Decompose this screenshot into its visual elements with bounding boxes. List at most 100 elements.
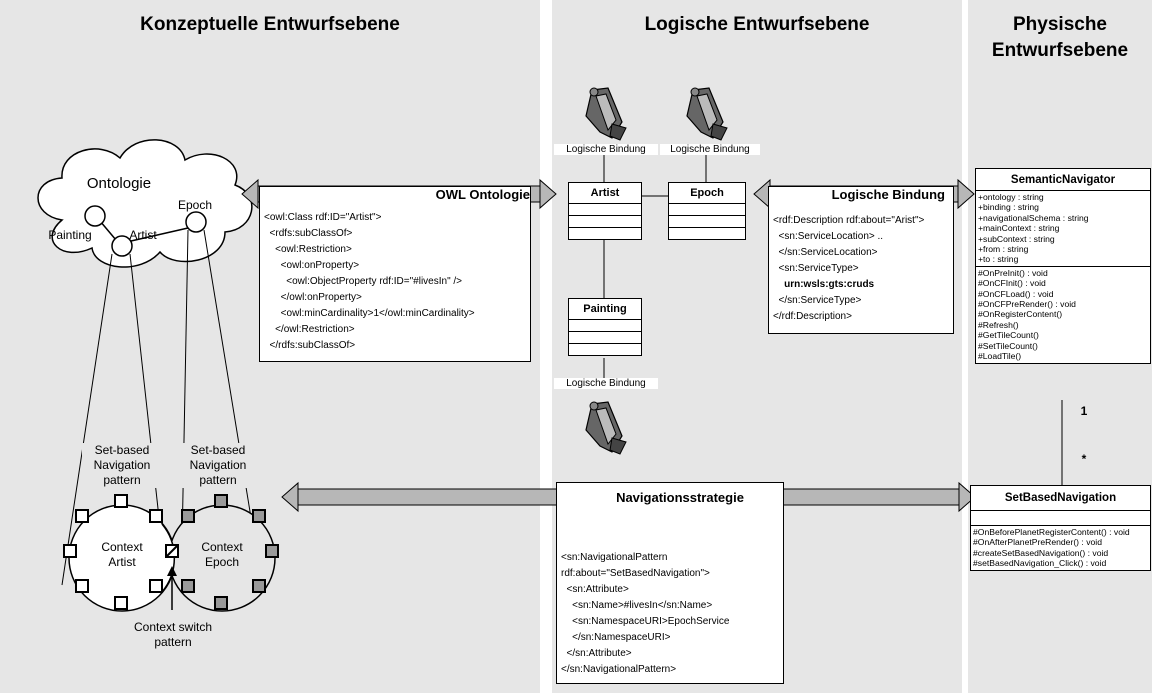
entity-artist-name: Artist <box>569 183 641 204</box>
navigation-arrow-label: Navigationsstrategie <box>616 490 744 505</box>
owl-code-line: <owl:onProperty> <box>264 260 360 271</box>
uml-method: #createSetBasedNavigation() : void <box>973 547 1109 558</box>
navigation-code-line: </sn:NamespaceURI> <box>561 632 671 643</box>
set-based-navigation-methods: #OnBeforePlanetRegisterContent() : void … <box>971 526 1150 570</box>
artist-elements <box>63 494 163 610</box>
uml-method: #OnPreInit() : void <box>978 267 1048 278</box>
service-icon-2 <box>686 87 728 141</box>
uml-method: #OnCFPreRender() : void <box>978 299 1076 310</box>
pattern-line: Navigation <box>189 458 247 472</box>
binding-code-line: <sn:ServiceLocation> .. <box>773 231 884 242</box>
uml-attribute: +subContext : string <box>978 233 1055 244</box>
physical-title-line2: Entwurfsebene <box>991 40 1129 61</box>
uml-attribute: +to : string <box>978 254 1019 265</box>
uml-method: #GetTileCount() <box>978 330 1039 341</box>
pattern-line: pattern <box>103 473 141 487</box>
edge-artist-epoch <box>130 227 189 242</box>
uml-attribute: +binding : string <box>978 202 1039 213</box>
uml-method: #OnCFLoad() : void <box>978 288 1054 299</box>
uml-method: #OnCFInit() : void <box>978 278 1046 289</box>
navigation-code-line: </sn:NavigationalPattern> <box>561 664 677 675</box>
pattern-line: Set-based <box>94 443 150 457</box>
pattern-line: pattern <box>154 635 192 649</box>
owl-code-line: <rdfs:subClassOf> <box>264 228 353 239</box>
entity-epoch: Epoch <box>668 182 746 240</box>
navigation-code-box <box>556 482 784 684</box>
entity-painting-name: Painting <box>569 299 641 320</box>
binding-code-line: </sn:ServiceType> <box>773 295 862 306</box>
pattern-line: pattern <box>199 473 237 487</box>
binding-label-3: Logische Bindung <box>554 378 658 389</box>
binding-code-line: <rdf:Description rdf:about="Arist"> <box>773 215 925 226</box>
owl-code: <owl:Class rdf:ID="Artist"> <rdfs:subCla… <box>264 210 475 354</box>
uml-method: #LoadTile() <box>978 351 1022 362</box>
node-epoch-label: Epoch <box>177 198 213 212</box>
multiplicity-one: 1 <box>1080 404 1088 418</box>
binding-code-line: urn:wsls:gts:cruds <box>773 279 875 290</box>
ontology-cloud <box>37 139 253 268</box>
set-based-left-label: Set-based Navigation pattern <box>82 443 162 488</box>
pattern-line: Artist <box>108 555 136 569</box>
set-based-navigation-attributes <box>971 511 1150 526</box>
uml-attribute: +ontology : string <box>978 192 1044 202</box>
conceptual-title: Konzeptuelle Entwurfsebene <box>140 14 400 35</box>
set-based-navigation-name: SetBasedNavigation <box>971 486 1150 511</box>
owl-code-line: </owl:Restriction> <box>264 324 355 335</box>
owl-code-line: <owl:Restriction> <box>264 244 352 255</box>
owl-arrow-label: OWL Ontologie <box>435 187 530 202</box>
uml-method: #OnAfterPlanetPreRender() : void <box>973 537 1102 548</box>
owl-code-line: </owl:onProperty> <box>264 292 362 303</box>
entity-painting: Painting <box>568 298 642 356</box>
node-painting <box>84 205 106 227</box>
navigation-code-line: <sn:NavigationalPattern <box>561 552 668 563</box>
entity-artist: Artist <box>568 182 642 240</box>
binding-label-1: Logische Bindung <box>554 144 658 155</box>
navigation-code-line: rdf:about="SetBasedNavigation"> <box>561 568 710 579</box>
navigation-code-line: </sn:Attribute> <box>561 648 632 659</box>
uml-attribute: +from : string <box>978 244 1029 255</box>
owl-code-line: <owl:ObjectProperty rdf:ID="#livesIn" /> <box>264 276 463 287</box>
ontology-label: Ontologie <box>86 175 152 192</box>
epoch-elements <box>181 494 279 610</box>
uml-method: #OnBeforePlanetRegisterContent() : void <box>973 527 1130 537</box>
pattern-line: Navigation <box>93 458 151 472</box>
owl-code-line: <owl:minCardinality>1</owl:minCardinalit… <box>264 308 475 319</box>
edge-painting-artist <box>99 220 117 241</box>
owl-code-line: <owl:Class rdf:ID="Artist"> <box>264 212 382 223</box>
uml-method: #setBasedNavigation_Click() : void <box>973 558 1107 569</box>
navigation-code-line: <sn:Name>#livesIn</sn:Name> <box>561 600 713 611</box>
uml-method: #OnRegisterContent() <box>978 309 1063 320</box>
owl-code-line: </rdfs:subClassOf> <box>264 340 356 351</box>
pattern-line: Context <box>101 540 143 554</box>
owl-code-box <box>259 186 531 362</box>
binding-code-box <box>768 186 954 334</box>
context-artist-label: Context Artist <box>92 540 152 570</box>
entity-epoch-name: Epoch <box>669 183 745 204</box>
node-epoch <box>185 211 207 233</box>
logical-title: Logische Entwurfsebene <box>644 14 870 35</box>
context-epoch-label: Context Epoch <box>192 540 252 570</box>
semantic-navigator-methods: #OnPreInit() : void #OnCFInit() : void #… <box>976 267 1150 363</box>
binding-code: <rdf:Description rdf:about="Arist"> <sn:… <box>773 213 924 325</box>
pattern-line: Context <box>201 540 243 554</box>
binding-code-line: </sn:ServiceLocation> <box>773 247 878 258</box>
physical-title-line1: Physische <box>1013 14 1107 35</box>
navigation-code-line: <sn:NamespaceURI>EpochService <box>561 616 730 627</box>
service-icon-1 <box>585 87 627 141</box>
set-based-navigation-class: SetBasedNavigation #OnBeforePlanetRegist… <box>970 485 1151 571</box>
pattern-line: Context switch <box>133 620 213 634</box>
binding-code-line: <sn:ServiceType> <box>773 263 859 274</box>
set-based-right-label: Set-based Navigation pattern <box>178 443 258 488</box>
uml-attribute: +navigationalSchema : string <box>978 212 1089 223</box>
binding-label-2: Logische Bindung <box>660 144 760 155</box>
binding-code-line: </rdf:Description> <box>773 311 852 322</box>
navigation-code-line: <sn:Attribute> <box>561 584 629 595</box>
uml-attribute: +mainContext : string <box>978 223 1060 234</box>
pattern-line: Epoch <box>204 555 240 569</box>
binding-arrow-label: Logische Bindung <box>831 187 945 202</box>
node-painting-label: Painting <box>48 228 92 242</box>
node-artist-label: Artist <box>129 228 157 242</box>
context-switch-label: Context switch pattern <box>118 620 228 650</box>
semantic-navigator-attributes: +ontology : string +binding : string +na… <box>976 191 1150 267</box>
